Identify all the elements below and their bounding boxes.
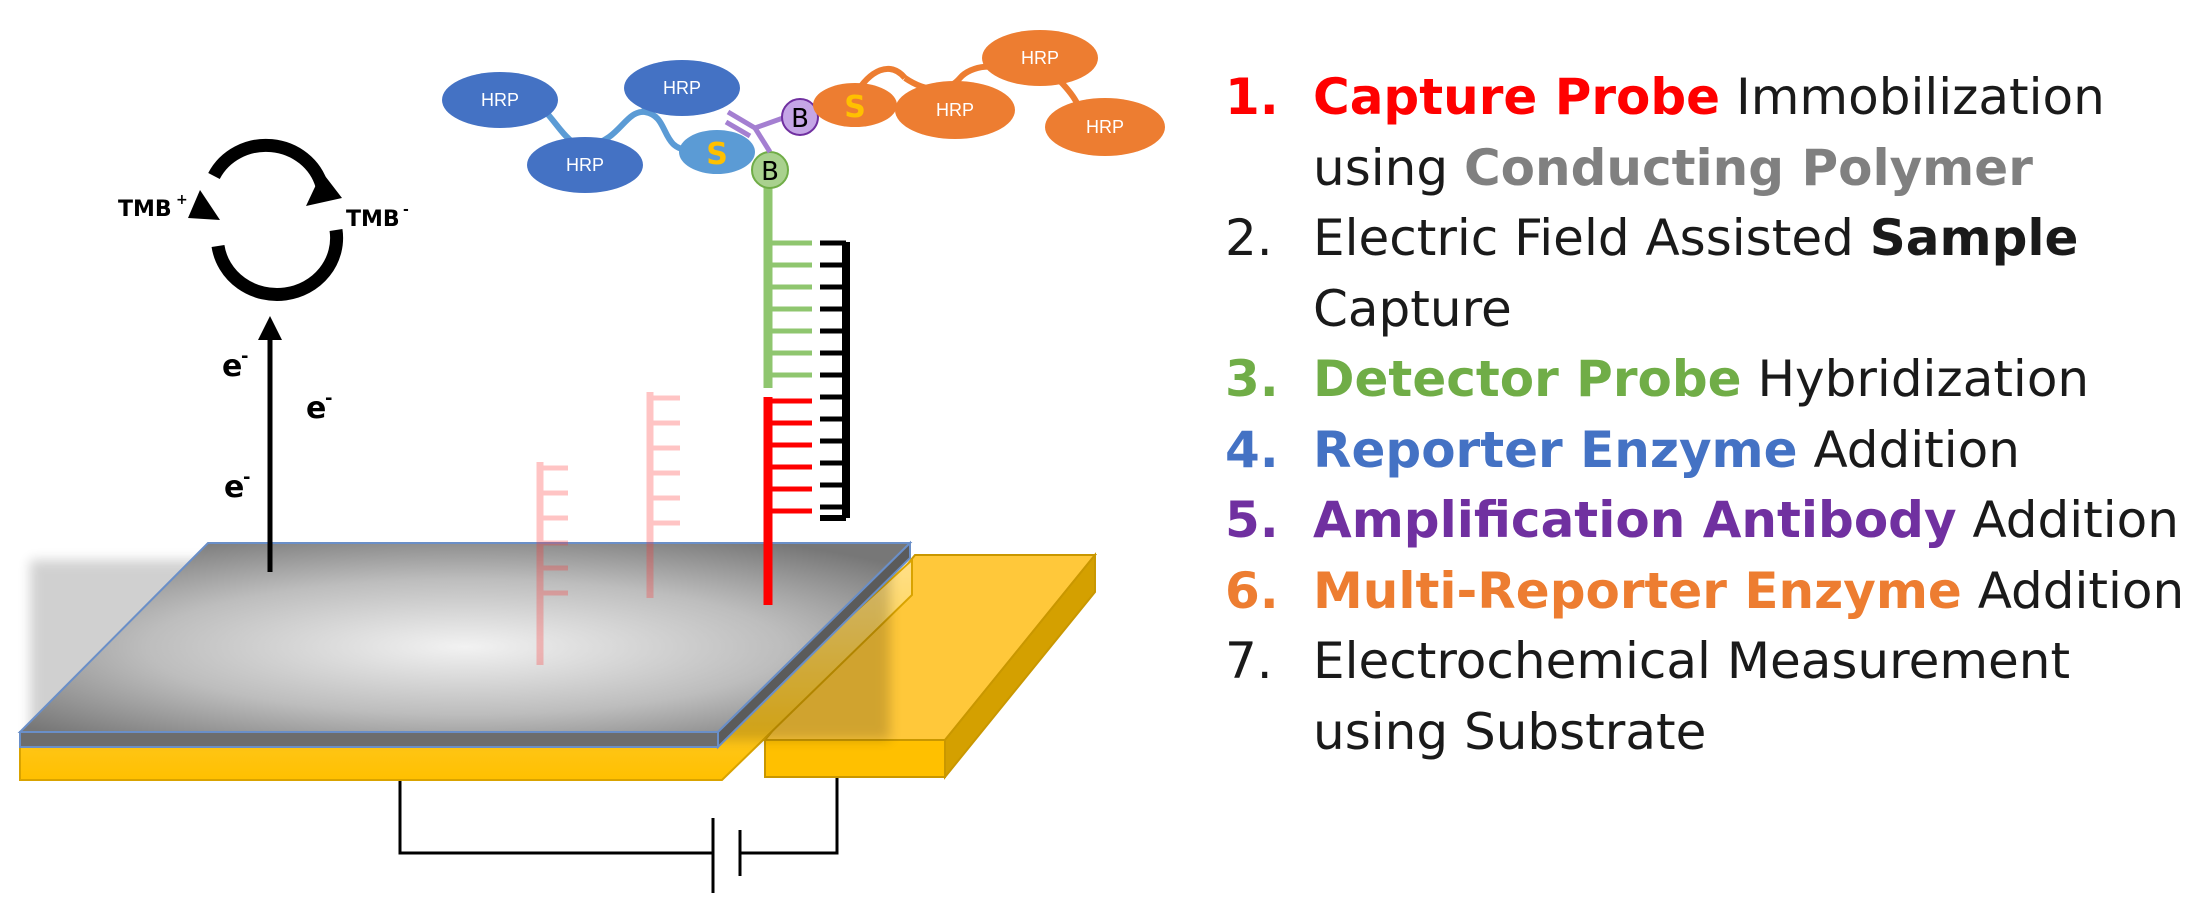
step-line: Reporter Enzyme Addition — [1313, 415, 2185, 486]
step-4-line1-segment: Reporter Enzyme — [1313, 420, 1798, 479]
step-line: Multi-Reporter Enzyme Addition — [1313, 556, 2185, 627]
biotin-antibody: B — [781, 98, 819, 136]
svg-text:-: - — [241, 346, 248, 367]
svg-text:+: + — [176, 192, 188, 208]
svg-text:HRP: HRP — [1021, 48, 1059, 68]
tmb-cycle-icon — [188, 138, 344, 301]
electron-label-2: e - — [306, 388, 332, 426]
svg-text:TMB: TMB — [346, 207, 400, 232]
svg-text:-: - — [325, 388, 332, 409]
svg-text:HRP: HRP — [481, 90, 519, 110]
amplification-antibody — [724, 109, 784, 154]
step-number: 1. — [1225, 68, 1279, 126]
step-2-line2-segment: Capture — [1313, 279, 1512, 338]
biotin-detector: B — [751, 151, 789, 189]
streptavidin-blue: S — [679, 130, 755, 174]
svg-text:HRP: HRP — [936, 100, 974, 120]
working-electrode — [17, 540, 913, 781]
svg-text:S: S — [844, 90, 866, 125]
svg-text:TMB: TMB — [118, 197, 172, 222]
step-3-line1-segment: Detector Probe — [1313, 350, 1742, 408]
svg-text:S: S — [706, 137, 728, 172]
step-text: Detector Probe Hybridization — [1313, 344, 2185, 415]
faded-capture-probe-right — [646, 392, 680, 598]
electron-arrow — [258, 316, 282, 572]
step-3-line1-segment: Hybridization — [1741, 350, 2090, 408]
electron-label-3: e - — [224, 467, 250, 505]
hrp-orange-1: HRP — [895, 81, 1015, 139]
step-number: 7. — [1225, 632, 1273, 690]
step-number: 3. — [1225, 350, 1279, 408]
step-line: using Conducting Polymer — [1313, 133, 2185, 204]
step-number: 4. — [1225, 420, 1279, 479]
electron-label-1: e - — [222, 346, 248, 384]
target-strand — [820, 240, 850, 521]
svg-text:B: B — [761, 157, 779, 187]
svg-text:HRP: HRP — [663, 78, 701, 98]
step-1-line1-segment: Capture Probe — [1313, 68, 1721, 126]
step-item: 5. Amplification Antibody Addition — [1225, 485, 2185, 556]
svg-text:HRP: HRP — [1086, 117, 1124, 137]
hrp-blue-3: HRP — [624, 60, 740, 116]
step-1-line1-segment: Immobilization — [1720, 68, 2105, 126]
svg-text:B: B — [791, 104, 809, 134]
step-5-line1-segment: Amplification Antibody — [1313, 491, 1957, 549]
capture-probe — [763, 397, 812, 605]
step-line: Detector Probe Hybridization — [1313, 344, 2185, 415]
step-item: 6. Multi-Reporter Enzyme Addition — [1225, 556, 2185, 627]
svg-text:e: e — [306, 391, 326, 426]
step-line: Electric Field Assisted Sample — [1313, 203, 2185, 274]
step-item: 7. Electrochemical Measurement using Subst… — [1225, 626, 2185, 767]
step-text: Reporter Enzyme Addition — [1313, 415, 2185, 486]
hrp-blue-1: HRP — [442, 72, 558, 128]
step-line: using Substrate — [1313, 697, 2185, 768]
step-2-line1-segment: Electric Field Assisted — [1313, 209, 1870, 267]
step-2-line1-segment: Sample — [1869, 209, 2079, 267]
hrp-blue-2: HRP — [527, 137, 643, 193]
step-text: Multi-Reporter Enzyme Addition — [1313, 556, 2185, 627]
step-1-line2-segment: Conducting Polymer — [1463, 138, 2033, 197]
svg-text:e: e — [224, 470, 244, 505]
svg-text:HRP: HRP — [566, 155, 604, 175]
hrp-orange-3: HRP — [1045, 98, 1165, 156]
step-text: Electrochemical Measurement using Substra… — [1313, 626, 2185, 767]
svg-text:e: e — [222, 349, 242, 384]
step-1-line2-segment: using — [1313, 138, 1464, 197]
svg-text:-: - — [403, 202, 409, 218]
faded-capture-probe-left — [536, 462, 568, 665]
step-item: 3. Detector Probe Hybridization — [1225, 344, 2185, 415]
step-number: 2. — [1225, 209, 1273, 267]
step-6-line1-segment: Multi-Reporter Enzyme — [1313, 561, 1962, 620]
streptavidin-orange: S — [813, 83, 897, 127]
step-number: 5. — [1225, 491, 1279, 549]
step-line: Capture Probe Immobilization — [1313, 62, 2185, 133]
tmb-plus-label: TMB + — [118, 192, 188, 222]
step-7-line1-segment: Electrochemical Measurement — [1313, 632, 2071, 690]
step-5-line1-segment: Addition — [1956, 491, 2179, 549]
detector-probe — [763, 182, 812, 388]
step-7-line2-segment: using Substrate — [1313, 702, 1707, 761]
step-line: Amplification Antibody Addition — [1313, 485, 2185, 556]
step-item: 4. Reporter Enzyme Addition — [1225, 415, 2185, 486]
step-4-line1-segment: Addition — [1797, 420, 2020, 479]
step-number: 6. — [1225, 561, 1279, 620]
step-6-line1-segment: Addition — [1961, 561, 2185, 620]
svg-text:-: - — [243, 467, 250, 488]
hrp-orange-2: HRP — [982, 30, 1098, 86]
step-line: Electrochemical Measurement — [1313, 626, 2185, 697]
circuit-wire — [398, 777, 839, 893]
step-text: Amplification Antibody Addition — [1313, 485, 2185, 556]
step-line: Capture — [1313, 274, 2185, 345]
tmb-minus-label: TMB - — [346, 202, 409, 232]
